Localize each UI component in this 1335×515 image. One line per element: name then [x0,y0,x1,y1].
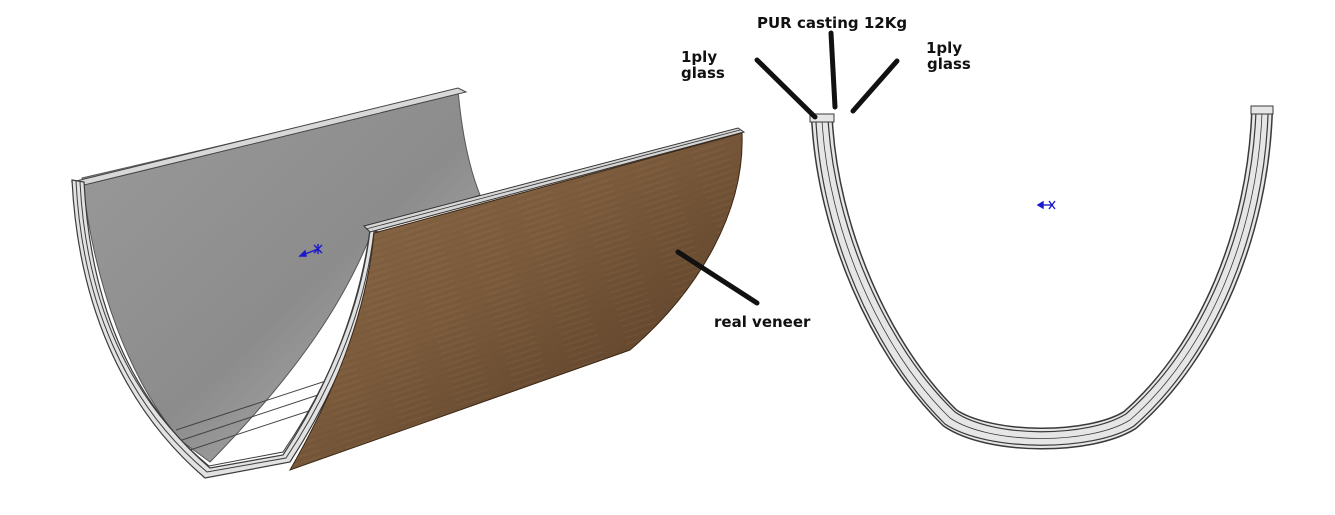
leader-line-veneer [675,249,760,306]
leader-line-left-glass [754,57,818,120]
coordinate-origin-icon [1036,200,1056,210]
shell-front-edge-layer-1 [75,180,375,473]
label-real-veneer: real veneer [714,313,811,331]
leader-lines [675,30,900,306]
cross-section-layer-line-3 [821,111,1263,439]
label-left-glass-line2: glass [681,64,725,82]
leader-line-pur [828,30,838,110]
label-left-glass-line1: 1ply [681,48,717,66]
cross-section-outer-layer [811,111,1273,450]
shell-3d-view [70,87,746,479]
shell-front-edge-layer-2 [79,181,371,467]
shell-inner-surface [81,89,481,463]
cross-section-fill [812,111,1272,448]
label-right-glass-line1: 1ply [926,39,962,57]
shell-right-rim-layers [365,129,741,230]
cross-section-left-end [809,113,835,123]
cross-section-layer-line-2 [815,113,1269,446]
cross-section-layer-line-1 [827,109,1257,433]
coordinate-origin-icon [298,244,323,257]
label-pur-casting: PUR casting 12Kg [757,14,907,32]
shell-cross-section [809,105,1274,450]
veneer-grain [290,133,743,470]
leader-line-right-glass [850,58,900,114]
shell-floor-lines [175,377,336,451]
label-right-glass-line2: glass [927,55,971,73]
cross-section-right-end [1250,105,1274,115]
